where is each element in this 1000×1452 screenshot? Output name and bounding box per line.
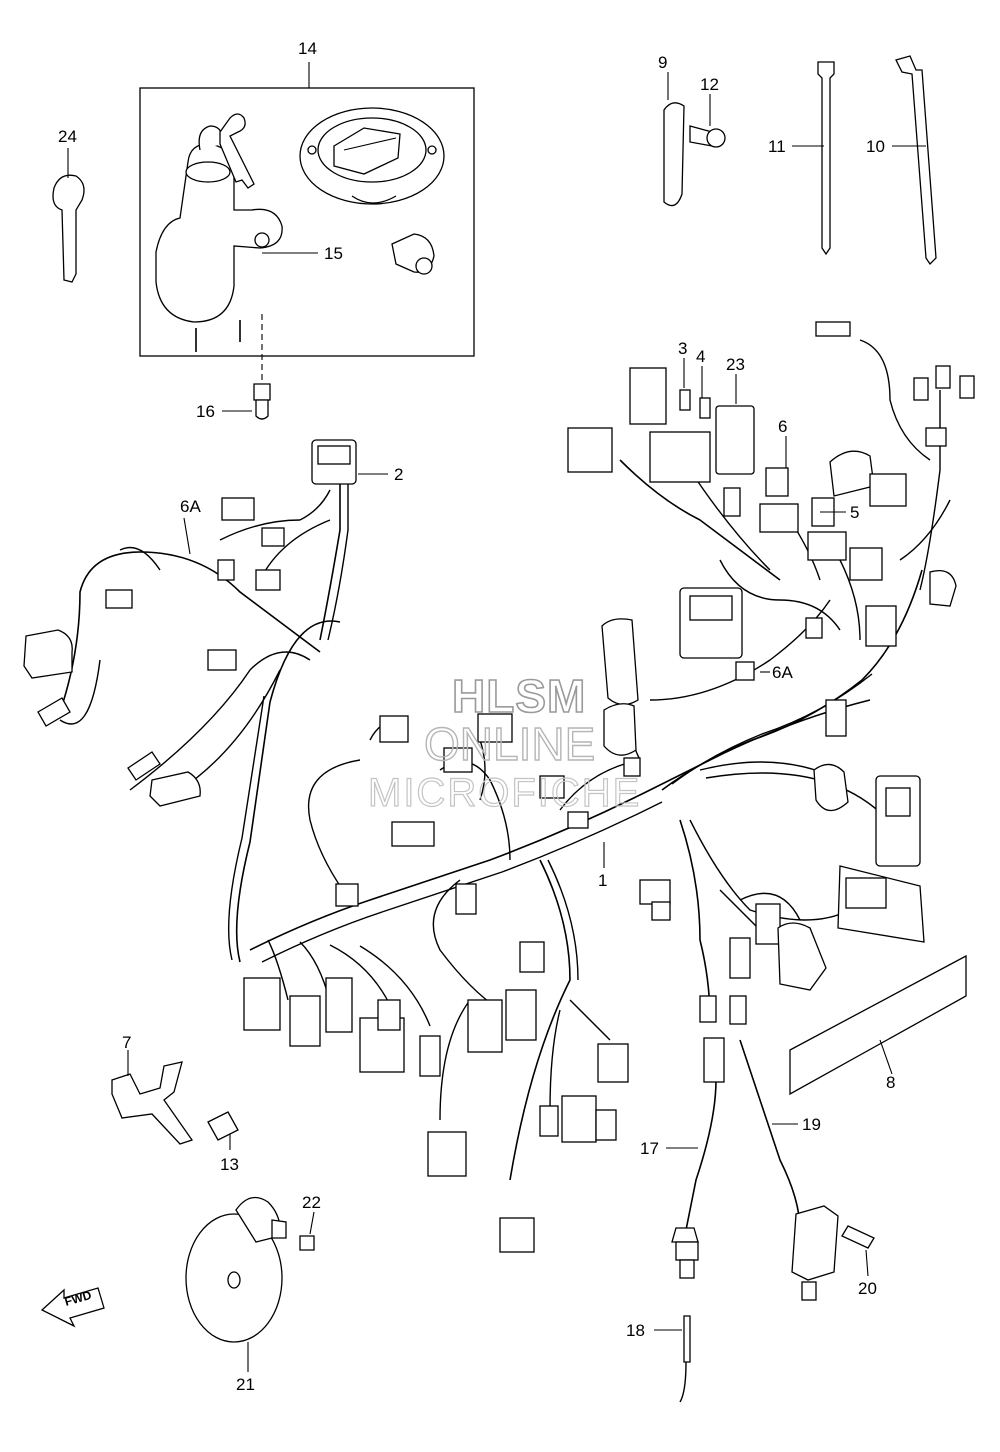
watermark: HLSM ONLINE MICROFICHE [367,669,641,815]
callout-labels: 14 24 9 12 11 10 15 16 3 4 23 2 6 6A 5 6… [58,39,895,1394]
callout-19: 18 [626,1321,645,1340]
horn-22 [185,1196,315,1372]
callout-leaders [183,358,846,868]
callout-13: 12 [700,75,719,94]
callout-6: 6 [778,417,787,436]
callout-21: 20 [858,1279,877,1298]
callout-16: 15 [324,244,343,263]
ignition-set-box [139,62,475,357]
watermark-line3: MICROFICHE [368,771,641,815]
callout-23: 22 [302,1193,321,1212]
cable-ties [792,55,937,266]
callout-4: 4 [696,347,705,366]
callout-10: 9 [658,53,667,72]
bracket-10 [663,72,726,207]
callout-6a: 6A [772,663,793,682]
callout-24: 23 [726,355,745,374]
switches [654,1037,875,1403]
callout-25: 24 [58,127,77,146]
callout-20: 19 [802,1115,821,1134]
callout-2: 2 [394,465,403,484]
callout-9: 8 [886,1073,895,1092]
callout-14: 13 [220,1155,239,1174]
callout-12: 11 [768,137,786,156]
callout-18: 17 [640,1139,659,1158]
callout-22: 21 [236,1375,255,1394]
key-25 [52,148,85,283]
callout-7: 6A [180,497,201,516]
watermark-line2: ONLINE [424,718,595,770]
harness-connectors [23,321,975,1253]
watermark-line1: HLSM [452,670,586,722]
bracket-8 [111,1050,239,1150]
callout-8: 7 [122,1033,131,1052]
callout-11: 10 [866,137,885,156]
callout-15: 14 [298,39,317,58]
label-plate-9 [789,954,967,1096]
callout-17: 16 [196,402,215,421]
fwd-arrow: FWD [40,1287,105,1328]
bolt-17 [222,314,271,420]
callout-5: 5 [850,503,859,522]
callout-3: 3 [678,339,687,358]
callout-1: 1 [598,871,607,890]
